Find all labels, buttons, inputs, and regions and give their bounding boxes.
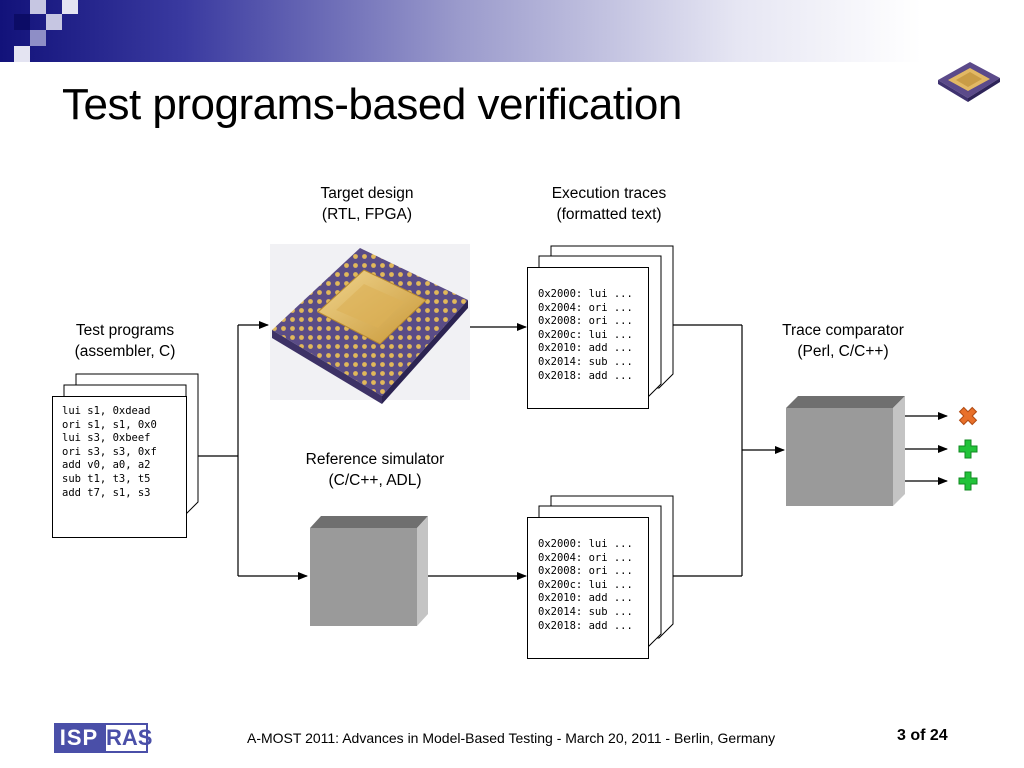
trace-top-document: 0x2000: lui ...0x2004: ori ...0x2008: or… xyxy=(527,267,649,409)
trace-code: 0x2000: lui ...0x2004: ori ...0x2008: or… xyxy=(538,538,648,633)
code-line: lui s3, 0xbeef xyxy=(62,432,151,445)
plus-icon xyxy=(958,439,978,459)
code-line: 0x2004: ori ... xyxy=(538,551,633,564)
header-square-decor xyxy=(30,30,46,46)
label-line: (RTL, FPGA) xyxy=(321,206,413,223)
label-line: (formatted text) xyxy=(556,206,662,223)
label-line: Reference simulator xyxy=(305,451,445,468)
code-line: 0x2008: ori ... xyxy=(538,315,633,328)
box-top-face xyxy=(310,516,428,528)
code-line: 0x2014: sub ... xyxy=(538,605,633,618)
code-line: 0x200c: lui ... xyxy=(538,328,633,341)
code-line: 0x2004: ori ... xyxy=(538,301,633,314)
box-front-face xyxy=(310,528,417,626)
test-programs-label: Test programs (assembler, C) xyxy=(52,320,198,362)
code-line: add v0, a0, a2 xyxy=(62,459,151,472)
logo-right: RAS xyxy=(104,723,152,753)
header-square-decor xyxy=(30,0,46,14)
code-line: 0x2000: lui ... xyxy=(538,288,633,300)
code-line: 0x2008: ori ... xyxy=(538,565,633,578)
reference-simulator-label: Reference simulator (C/C++, ADL) xyxy=(287,449,463,491)
result-icons xyxy=(958,406,978,491)
target-design-label: Target design (RTL, FPGA) xyxy=(290,183,444,225)
code-line: ori s3, s3, 0xf xyxy=(62,445,157,458)
code-line: 0x2010: add ... xyxy=(538,342,633,355)
trace-code: 0x2000: lui ...0x2004: ori ...0x2008: or… xyxy=(538,288,648,383)
reference-simulator-box xyxy=(310,516,428,626)
code-line: 0x2010: add ... xyxy=(538,592,633,605)
label-line: Test programs xyxy=(75,322,175,339)
page-number: 3 of 24 xyxy=(897,727,948,744)
code-line: 0x200c: lui ... xyxy=(538,578,633,591)
connector-lines xyxy=(198,321,948,580)
trace-comparator-box xyxy=(786,396,905,506)
header-square-decor xyxy=(14,46,30,62)
trace-bottom-document: 0x2000: lui ...0x2004: ori ...0x2008: or… xyxy=(527,517,649,659)
header-square-decor xyxy=(14,14,30,30)
code-line: 0x2018: add ... xyxy=(538,619,633,632)
code-line: 0x2000: lui ... xyxy=(538,538,633,550)
plus-icon xyxy=(958,471,978,491)
code-line: sub t1, t3, t5 xyxy=(62,472,151,485)
code-line: 0x2014: sub ... xyxy=(538,355,633,368)
code-line: ori s1, s1, 0x0 xyxy=(62,418,157,431)
header-square-decor xyxy=(46,14,62,30)
code-line: lui s1, 0xdead xyxy=(62,405,151,417)
box-side-face xyxy=(417,516,428,626)
label-line: (Perl, C/C++) xyxy=(797,343,889,360)
cpu-chip-icon xyxy=(270,244,470,404)
label-line: Execution traces xyxy=(551,185,667,202)
code-line: 0x2018: add ... xyxy=(538,369,633,382)
isp-ras-logo: ISP RAS xyxy=(54,723,152,753)
header-band xyxy=(0,0,1024,62)
page-title: Test programs-based verification xyxy=(62,80,682,129)
execution-traces-label: Execution traces (formatted text) xyxy=(528,183,690,225)
label-line: Target design xyxy=(320,185,414,202)
code-line: add t7, s1, s3 xyxy=(62,486,151,499)
label-line: (assembler, C) xyxy=(74,343,176,360)
header-square-decor xyxy=(62,0,78,14)
label-line: Trace comparator xyxy=(782,322,904,339)
footer-text: A-MOST 2011: Advances in Model-Based Tes… xyxy=(247,730,776,746)
label-line: (C/C++, ADL) xyxy=(328,472,422,489)
box-side-face xyxy=(893,396,905,506)
box-front-face xyxy=(786,408,893,506)
box-top-face xyxy=(786,396,905,408)
logo-left: ISP xyxy=(54,723,104,753)
trace-comparator-label: Trace comparator (Perl, C/C++) xyxy=(762,320,924,362)
cross-icon xyxy=(958,406,978,426)
